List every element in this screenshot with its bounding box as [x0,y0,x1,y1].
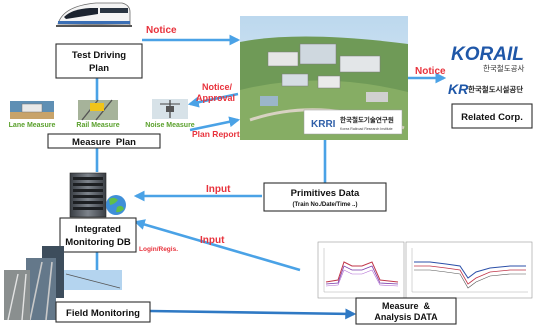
measure-plan-label: Measure Plan [72,137,136,148]
arrow-institute-to-measure [187,92,239,108]
krri-logo-plate [303,109,403,135]
bullet-train-image [56,2,132,27]
related-corp-box [451,103,533,129]
track-photo-image [4,246,122,321]
krri-english-label: Korea Railroad Research Institute [340,127,393,131]
lane-measure-photo [10,101,54,119]
integrated-db-box [59,217,137,253]
rail-measure-photo [78,99,118,121]
test-driving-plan-label-line2: Plan [89,63,109,74]
test-driving-plan-label-line1: Test Driving [72,50,126,61]
measure-plan-box [47,133,161,149]
krri-name-label: 한국철도기술연구원 [340,115,394,124]
notice-approval-label-line2: Approval [196,93,235,103]
noise-measure-label: Noise Measure [145,122,195,129]
input-bottom-label: Input [200,235,225,246]
field-monitoring-box [55,301,151,323]
measurement-chart-image [317,241,533,299]
korail-korean-label: 한국철도공사 [483,63,524,73]
kr-logo: KR 한국철도시설공단 [448,81,523,97]
field-monitoring-label: Field Monitoring [66,308,140,319]
input-top-label: Input [206,184,231,195]
primitives-data-box [263,182,387,212]
korail-logo: KORAIL 한국철도공사 [451,44,524,73]
login-regis-label: Login/Regis. [139,246,178,253]
notice-top-label: Notice [146,25,177,36]
primitives-data-label: Primitives Data [291,188,360,199]
integrated-db-label-line2: Monitoring DB [65,237,131,248]
computer-tower-icon [69,172,107,218]
korail-wordmark: KORAIL [451,44,524,65]
related-corp-label: Related Corp. [461,112,523,123]
noise-measure-photo [152,99,188,119]
arrow-measure-to-institute [189,116,241,132]
notice-right-label: Notice [415,66,446,77]
kr-korean-label: 한국철도시설공단 [468,84,523,94]
primitives-data-sublabel: (Train No./Date/Time ..) [293,202,358,208]
test-driving-plan-box [55,43,143,79]
arrow-chart-to-db [133,219,301,272]
plan-report-label: Plan Report [192,129,240,139]
measure-analysis-label-line1: Measure & [382,301,431,311]
globe-icon [106,195,126,215]
lane-measure-label: Lane Measure [9,122,56,129]
measure-analysis-box [355,297,457,325]
integrated-db-label-line1: Integrated [75,224,121,235]
notice-approval-label-line1: Notice/ [202,82,233,92]
rail-measure-label: Rail Measure [76,122,119,129]
measure-analysis-label-line2: Analysis DATA [374,312,438,322]
krri-logo-mark: KRRI [311,119,336,130]
arrow-field-to-analysis [149,308,357,320]
kr-mark: KR [448,81,469,97]
